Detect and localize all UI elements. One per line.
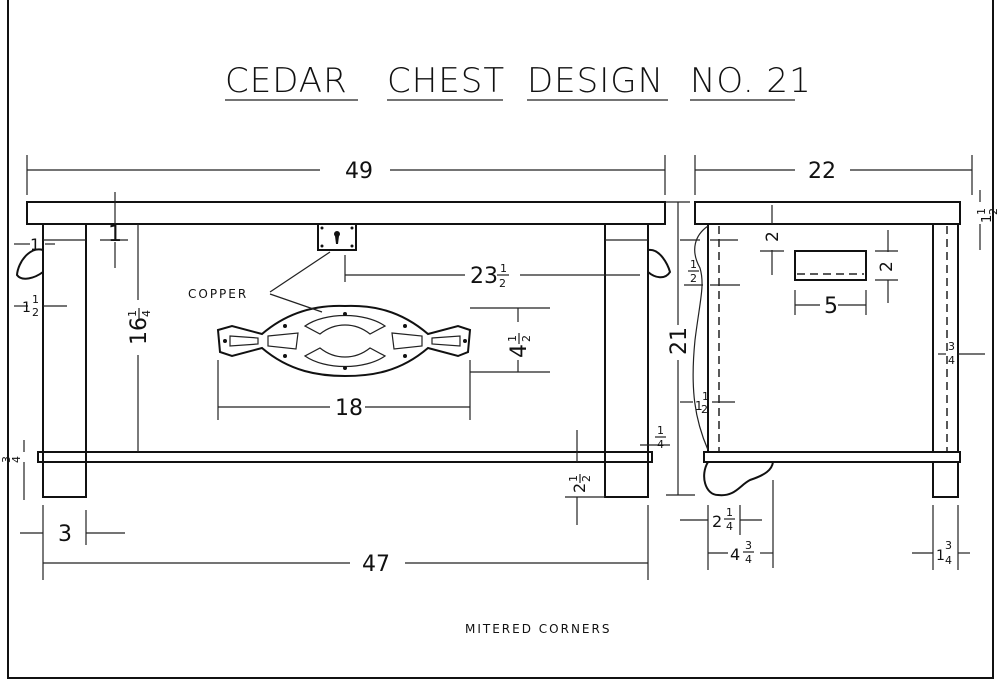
right-handle-icon bbox=[647, 248, 672, 279]
dim-3: 3 bbox=[58, 522, 72, 547]
svg-text:1: 1 bbox=[936, 548, 945, 564]
dim-side-5: 5 bbox=[824, 294, 838, 319]
svg-text:2: 2 bbox=[570, 483, 589, 493]
copper-escutcheon bbox=[216, 304, 472, 378]
dim-2-1-2: 2 1 2 bbox=[567, 474, 593, 493]
dim-side-2-1-4: 2 1 4 bbox=[712, 506, 735, 533]
dim-side-1-2: 1 2 bbox=[688, 258, 699, 285]
side-handle bbox=[794, 250, 867, 281]
dim-49: 49 bbox=[345, 159, 373, 184]
svg-text:1: 1 bbox=[506, 335, 519, 342]
svg-text:2: 2 bbox=[499, 277, 506, 290]
front-bottom-rail bbox=[37, 451, 653, 463]
svg-text:2: 2 bbox=[580, 475, 593, 482]
svg-text:1: 1 bbox=[500, 262, 507, 275]
svg-text:4: 4 bbox=[140, 310, 153, 317]
dim-1-1-2-left: 1 1 2 bbox=[22, 293, 39, 319]
svg-text:1: 1 bbox=[567, 475, 580, 482]
dim-1-4: 1 4 bbox=[655, 424, 666, 451]
dim-1-handle: 1 bbox=[30, 235, 40, 254]
svg-text:2: 2 bbox=[712, 512, 722, 531]
svg-text:1: 1 bbox=[702, 390, 709, 403]
svg-text:3: 3 bbox=[945, 539, 952, 552]
svg-text:4: 4 bbox=[730, 545, 740, 564]
svg-text:3: 3 bbox=[0, 456, 13, 463]
side-foot-profile bbox=[703, 461, 774, 497]
svg-text:1: 1 bbox=[695, 399, 703, 413]
svg-text:2: 2 bbox=[690, 272, 697, 285]
title-word-design: DESIGN bbox=[527, 61, 664, 101]
left-handle-icon bbox=[15, 248, 44, 280]
dim-side-1-3-4: 1 3 4 bbox=[936, 539, 952, 567]
dim-47: 47 bbox=[362, 552, 390, 577]
svg-text:1: 1 bbox=[22, 300, 31, 316]
dim-side-4-3-4: 4 3 4 bbox=[730, 539, 754, 566]
svg-text:1: 1 bbox=[726, 506, 733, 519]
dim-side-2-drop: 2 bbox=[763, 231, 783, 242]
front-view: COPPER 49 47 3 18 23 1 2 4 1 bbox=[0, 155, 672, 580]
drawing-border bbox=[7, 0, 994, 679]
dim-16-1-4: 16 1 4 bbox=[126, 308, 153, 345]
title-word-number: NO. 21 bbox=[690, 61, 812, 101]
title-word-chest: CHEST bbox=[387, 61, 505, 101]
copper-label: COPPER bbox=[188, 287, 248, 301]
svg-text:1: 1 bbox=[32, 293, 39, 306]
svg-text:4: 4 bbox=[948, 354, 955, 367]
svg-text:4: 4 bbox=[726, 520, 733, 533]
svg-text:4: 4 bbox=[657, 438, 664, 451]
dim-18: 18 bbox=[335, 396, 363, 421]
dim-side-3-4: 3 4 bbox=[948, 340, 955, 367]
svg-text:23: 23 bbox=[470, 264, 498, 289]
svg-text:1: 1 bbox=[975, 208, 988, 215]
title: CEDAR CHEST DESIGN NO. 21 bbox=[225, 61, 812, 101]
svg-text:4: 4 bbox=[507, 344, 532, 358]
svg-text:3: 3 bbox=[948, 340, 955, 353]
svg-text:1: 1 bbox=[126, 310, 139, 317]
dim-4-1-2: 4 1 2 bbox=[506, 333, 533, 358]
dim-side-1-1-2-mid: 1 1 2 bbox=[695, 390, 709, 416]
svg-text:4: 4 bbox=[745, 553, 752, 566]
dim-side-21: 21 bbox=[667, 327, 692, 355]
svg-text:3: 3 bbox=[745, 539, 752, 552]
dim-3-4-rail: 3 4 bbox=[0, 456, 23, 463]
dim-side-2-height: 2 bbox=[877, 261, 897, 272]
dim-22: 22 bbox=[808, 159, 836, 184]
side-profile-curve bbox=[692, 225, 709, 451]
mitered-corners-label: MITERED CORNERS bbox=[465, 622, 611, 636]
side-view: 22 1 1 2 2 2 5 21 1 2 bbox=[666, 155, 1000, 570]
title-word-cedar: CEDAR bbox=[225, 61, 348, 101]
dim-side-1-1-2: 1 1 2 bbox=[975, 208, 1000, 223]
svg-text:2: 2 bbox=[701, 403, 708, 416]
svg-text:2: 2 bbox=[32, 306, 39, 319]
svg-text:2: 2 bbox=[987, 208, 1000, 215]
svg-text:1: 1 bbox=[690, 258, 697, 271]
svg-text:1: 1 bbox=[980, 215, 995, 223]
side-bottom-rail bbox=[703, 451, 961, 463]
dim-23-1-2: 23 1 2 bbox=[470, 262, 509, 290]
svg-text:16: 16 bbox=[127, 317, 152, 345]
svg-text:4: 4 bbox=[10, 456, 23, 463]
svg-text:1: 1 bbox=[657, 424, 664, 437]
dim-1-top: 1 bbox=[108, 222, 122, 247]
lock-plate bbox=[317, 223, 357, 251]
svg-text:2: 2 bbox=[520, 335, 533, 342]
svg-text:4: 4 bbox=[945, 554, 952, 567]
side-top-board bbox=[694, 201, 961, 225]
